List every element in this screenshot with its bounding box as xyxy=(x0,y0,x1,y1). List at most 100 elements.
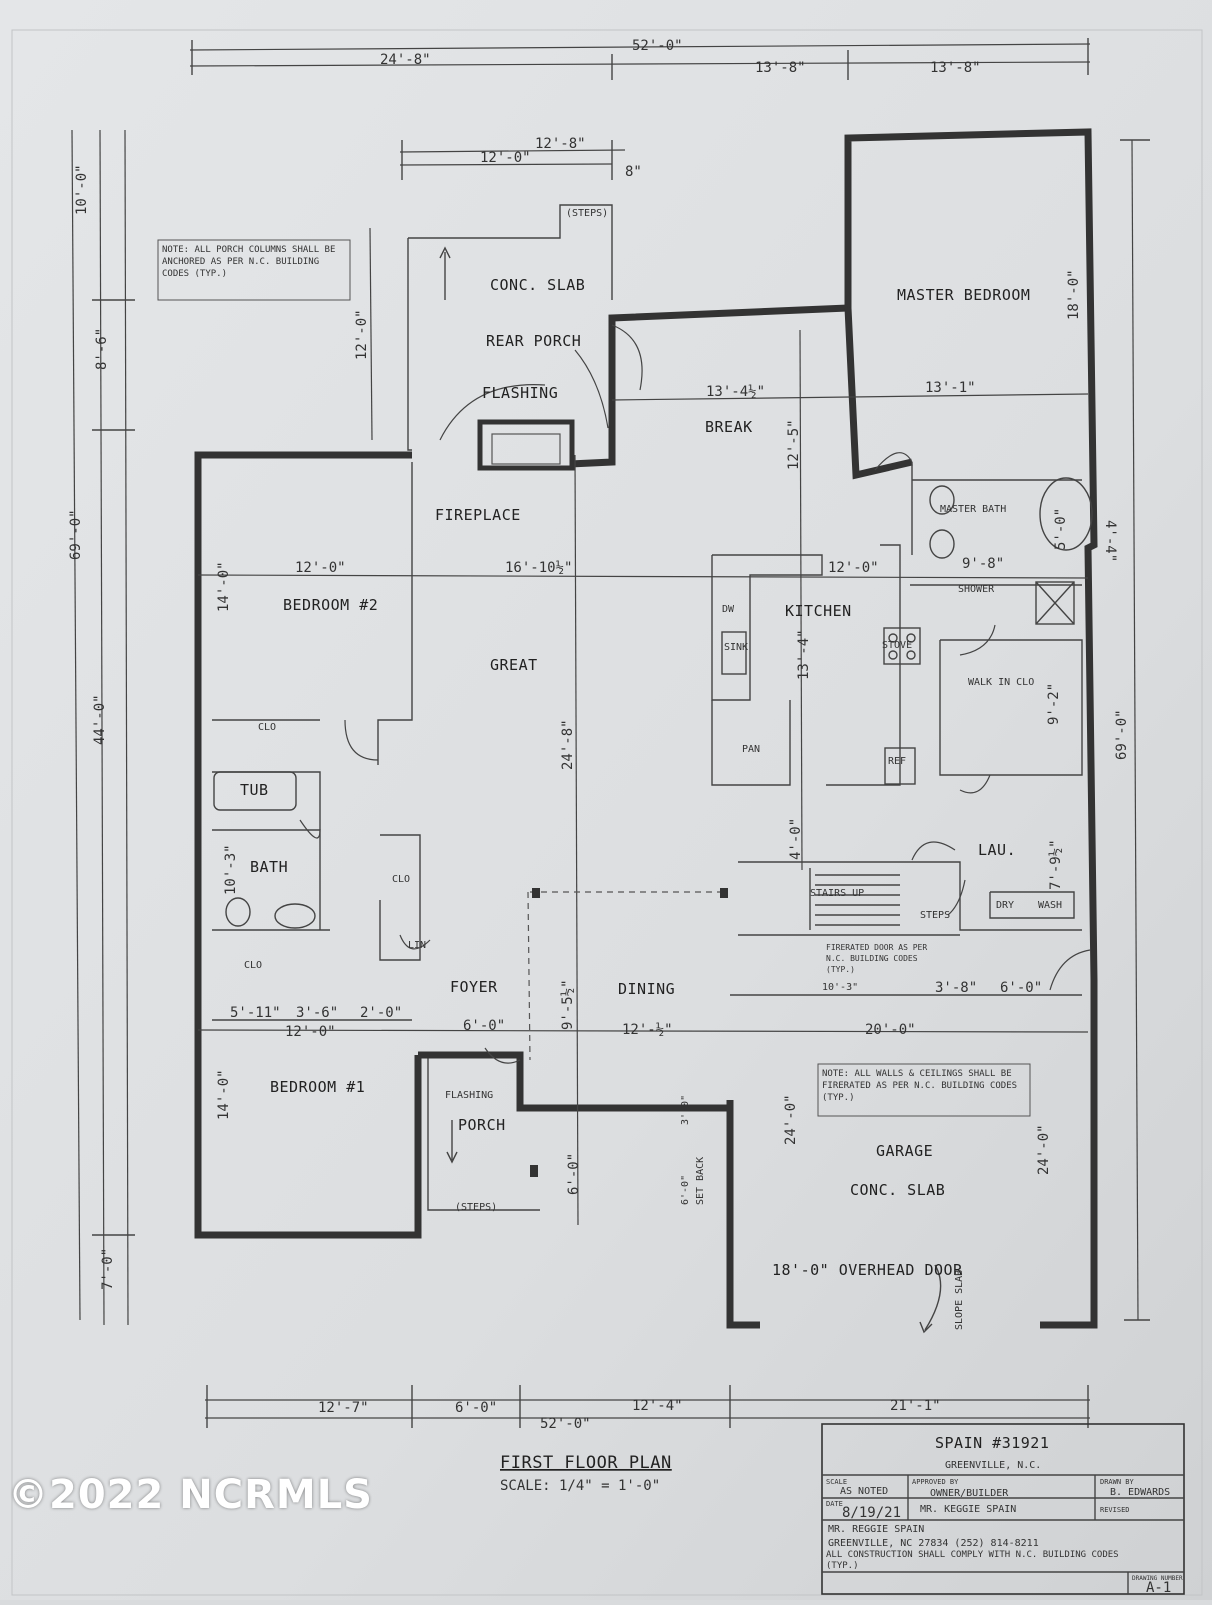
fixtures xyxy=(213,477,1093,1177)
dim-row3: 2'-0" xyxy=(360,1005,402,1021)
dim-porch-6: 6'-0" xyxy=(566,1153,582,1195)
label-clo-3: CLO xyxy=(244,960,262,971)
room-labels: REAR PORCH CONC. SLAB MASTER BEDROOM BRE… xyxy=(240,208,1062,1330)
label-bedroom-1: BEDROOM #1 xyxy=(270,1078,365,1096)
label-fireplace: FIREPLACE xyxy=(435,506,521,524)
dim-bed1-d: 14'-0" xyxy=(216,1069,232,1120)
label-break: BREAK xyxy=(705,418,753,436)
tb-project: SPAIN #31921 xyxy=(935,1434,1049,1452)
dim-bottom-overall: 52'-0" xyxy=(540,1416,591,1432)
dim-mbath-5: 5'-0" xyxy=(1053,508,1069,550)
dim-garage-d: 24'-0" xyxy=(783,1094,799,1145)
plan-title: FIRST FLOOR PLAN xyxy=(500,1453,672,1473)
dim-left-7: 7'-0" xyxy=(100,1248,116,1290)
dim-left-10: 10'-0" xyxy=(74,164,90,215)
dim-bottom-seg3: 12'-4" xyxy=(632,1398,683,1414)
label-bedroom-2: BEDROOM #2 xyxy=(283,596,378,614)
label-kitchen: KITCHEN xyxy=(785,602,852,620)
label-walk-in-clo: WALK IN CLO xyxy=(968,677,1034,688)
label-conc-slab: CONC. SLAB xyxy=(490,276,585,294)
dim-row2: 3'-6" xyxy=(296,1005,338,1021)
label-bath: BATH xyxy=(250,858,288,876)
dim-bed1-w: 12'-0" xyxy=(285,1024,336,1040)
dim-overall-top: 52'-0" xyxy=(632,38,683,54)
label-tub: TUB xyxy=(240,781,269,799)
dim-break-d: 12'-5" xyxy=(786,419,802,470)
tb-approved-name: MR. KEGGIE SPAIN xyxy=(920,1504,1016,1515)
top-dimension-lines xyxy=(189,38,1091,180)
dim-foyer-w: 6'-0" xyxy=(463,1018,505,1034)
dim-left-overall: 69'-0" xyxy=(68,509,84,560)
tb-drawn-value: B. EDWARDS xyxy=(1110,1487,1170,1498)
tb-approved-value: OWNER/BUILDER xyxy=(930,1488,1009,1499)
dim-left-44: 44'-0" xyxy=(92,694,108,745)
tb-owner-line2: GREENVILLE, NC 27834 (252) 814-8211 xyxy=(828,1538,1039,1549)
dim-dining-w: 12'-½" xyxy=(622,1022,673,1038)
dim-great-w: 16'-10½" xyxy=(505,560,572,576)
left-dimension-lines xyxy=(71,129,373,1326)
label-laundry: LAU. xyxy=(978,841,1016,859)
dim-porch-depth: 12'-0" xyxy=(354,309,370,360)
dim-right-18: 18'-0" xyxy=(1066,269,1082,320)
label-steps-rear: (STEPS) xyxy=(566,208,608,219)
dim-stair-w: 10'-3" xyxy=(822,982,858,993)
label-dining: DINING xyxy=(618,980,675,998)
mls-watermark: ©2022 NCRMLS xyxy=(8,1472,373,1518)
tb-approved-label: APPROVED BY xyxy=(912,1478,959,1486)
label-master-bath: MASTER BATH xyxy=(940,504,1006,515)
note-fire-door: FIRERATED DOOR AS PER N.C. BUILDING CODE… xyxy=(826,943,928,974)
label-dw: DW xyxy=(722,604,735,615)
label-great: GREAT xyxy=(490,656,538,674)
label-flashing: FLASHING xyxy=(482,384,558,402)
center-lines xyxy=(197,329,1089,1226)
dim-break-w: 13'-4½" xyxy=(706,384,765,400)
label-stove: STOVE xyxy=(882,640,912,651)
slope-arrows xyxy=(439,246,942,1334)
tb-owner-line1: MR. REGGIE SPAIN xyxy=(828,1524,924,1535)
label-lin: LIN xyxy=(408,940,426,951)
dim-row1: 5'-11" xyxy=(230,1005,281,1021)
dim-top-seg3: 13'-8" xyxy=(930,60,981,76)
tb-location: GREENVILLE, N.C. xyxy=(945,1460,1041,1471)
notes: NOTE: ALL PORCH COLUMNS SHALL BE ANCHORE… xyxy=(157,239,1031,1117)
dim-right-overall: 69'-0" xyxy=(1114,709,1130,760)
dim-great-d: 24'-8" xyxy=(560,719,576,770)
dim-bottom-seg1: 12'-7" xyxy=(318,1400,369,1416)
label-steps: STEPS xyxy=(920,910,950,921)
label-stairs-up: STAIRS UP xyxy=(810,888,864,899)
label-overhead-door: 18'-0" OVERHEAD DOOR xyxy=(772,1261,963,1279)
label-master-bedroom: MASTER BEDROOM xyxy=(897,286,1030,304)
dim-bed2-d: 14'-0" xyxy=(216,561,232,612)
title-block xyxy=(821,1423,1185,1595)
tb-compliance: ALL CONSTRUCTION SHALL COMPLY WITH N.C. … xyxy=(826,1550,1119,1571)
interior-walls xyxy=(212,462,1083,1021)
dim-lau-d: 7'-9½" xyxy=(1048,839,1064,890)
tb-scale-label: SCALE xyxy=(826,1478,847,1486)
tb-date-label: DATE xyxy=(826,1500,843,1508)
dim-setback-3: 3'-0" xyxy=(680,1095,691,1125)
label-ref: REF xyxy=(888,756,906,767)
tb-revised-label: REVISED xyxy=(1100,1506,1130,1514)
label-garage-slab: CONC. SLAB xyxy=(850,1181,945,1199)
dim-porch-offset: 8" xyxy=(625,164,642,180)
label-steps-porch: (STEPS) xyxy=(455,1202,497,1213)
label-clo-2: CLO xyxy=(392,874,410,885)
tb-date: 8/19/21 xyxy=(842,1505,901,1521)
note-garage-walls: NOTE: ALL WALLS & CEILINGS SHALL BE FIRE… xyxy=(822,1069,1018,1103)
dim-master-w: 13'-1" xyxy=(925,380,976,396)
dim-porch-w1: 12'-8" xyxy=(535,136,586,152)
fireplace xyxy=(477,419,575,471)
dim-bottom-seg2: 6'-0" xyxy=(455,1400,497,1416)
label-porch: PORCH xyxy=(458,1116,506,1134)
label-wash: WASH xyxy=(1038,900,1062,911)
dim-hall-d: 4'-0" xyxy=(788,818,804,860)
dim-garage-w: 20'-0" xyxy=(865,1022,916,1038)
dim-top-seg2: 13'-8" xyxy=(755,60,806,76)
tb-scale-value: AS NOTED xyxy=(840,1486,888,1497)
dim-kitchen-d: 13'-4" xyxy=(796,629,812,680)
dim-mbath-w: 9'-8" xyxy=(962,556,1004,572)
label-foyer: FOYER xyxy=(450,978,498,996)
setback-label: SET BACK xyxy=(695,1157,706,1205)
